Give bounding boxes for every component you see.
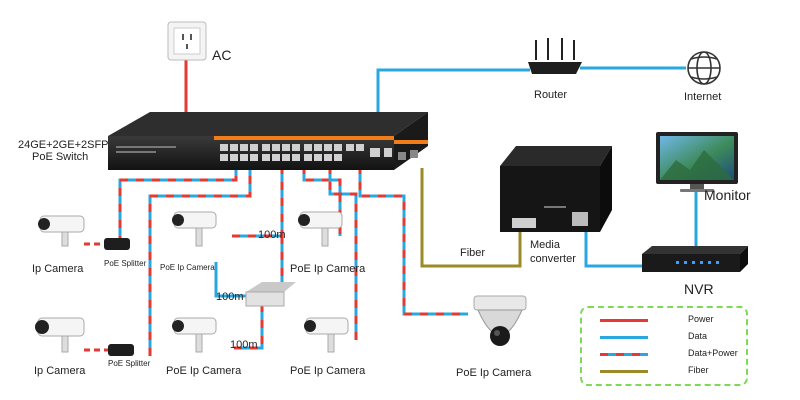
fiber-label: Fiber bbox=[460, 247, 486, 259]
camera-mid-bottom-label: PoE Ip Camera bbox=[166, 365, 242, 377]
nvr-device bbox=[642, 246, 748, 272]
splitter-bottom-label: PoE Splitter bbox=[108, 359, 151, 368]
camera-left-bottom-label: Ip Camera bbox=[34, 365, 86, 377]
poe-splitter-bottom bbox=[108, 344, 134, 356]
poe-camera-mid-top bbox=[172, 211, 217, 247]
camera-right-bottom-label: PoE Ip Camera bbox=[290, 365, 366, 377]
legend-swatch-fiber bbox=[600, 370, 648, 373]
legend-item-power: Power bbox=[600, 314, 740, 326]
bullet-camera-bottom bbox=[35, 317, 85, 353]
internet-label: Internet bbox=[684, 91, 722, 103]
distance-label-3: 100m bbox=[230, 339, 258, 351]
media-converter-label-2: converter bbox=[530, 253, 576, 265]
monitor-label: Monitor bbox=[704, 187, 751, 203]
legend-swatch-power bbox=[600, 319, 648, 322]
fiber-line bbox=[420, 168, 522, 268]
camera-right-top-label: PoE Ip Camera bbox=[290, 263, 366, 275]
dome-camera bbox=[473, 295, 527, 346]
ac-label: AC bbox=[212, 47, 232, 63]
router bbox=[528, 38, 582, 74]
poe-switch bbox=[108, 112, 428, 170]
legend-item-data: Data bbox=[600, 331, 740, 343]
globe-icon bbox=[687, 51, 721, 85]
dome-camera-label: PoE Ip Camera bbox=[456, 367, 532, 379]
poe-camera-right-top bbox=[298, 211, 343, 247]
poe-camera-mid-bottom bbox=[172, 317, 217, 353]
legend: Power Data Data+Power Fiber bbox=[580, 306, 748, 386]
poe-lines bbox=[118, 160, 468, 356]
legend-swatch-data-power bbox=[600, 353, 648, 356]
injector-data-line bbox=[214, 262, 246, 298]
converter-nvr-line bbox=[584, 232, 644, 268]
ac-outlet bbox=[167, 21, 207, 61]
legend-swatch-data bbox=[600, 336, 648, 339]
connections bbox=[84, 60, 698, 356]
switch-ports bbox=[220, 144, 418, 161]
router-label: Router bbox=[534, 89, 568, 101]
switch-name-label: PoE Switch bbox=[32, 151, 89, 163]
poe-injector bbox=[245, 282, 296, 307]
poe-camera-right-bottom bbox=[304, 317, 349, 353]
media-converter-label-1: Media bbox=[530, 239, 560, 251]
camera-mid-top-label: PoE Ip Camera bbox=[160, 263, 215, 272]
media-converter bbox=[500, 146, 612, 232]
poe-splitter-top bbox=[104, 238, 130, 250]
monitor bbox=[656, 132, 738, 192]
legend-label-data: Data bbox=[688, 331, 708, 341]
bullet-camera-top bbox=[38, 215, 85, 247]
camera-left-top-label: Ip Camera bbox=[32, 263, 84, 275]
legend-item-fiber: Fiber bbox=[600, 365, 740, 377]
legend-label-fiber: Fiber bbox=[688, 365, 709, 375]
legend-label-data-power: Data+Power bbox=[688, 348, 738, 358]
splitter-top-label: PoE Splitter bbox=[104, 259, 147, 268]
switch-model-label: 24GE+2GE+2SFP bbox=[18, 139, 109, 151]
legend-item-data-power: Data+Power bbox=[600, 348, 740, 360]
nvr-label: NVR bbox=[684, 281, 714, 297]
distance-label-2: 100m bbox=[216, 291, 244, 303]
legend-label-power: Power bbox=[688, 314, 714, 324]
distance-label-1: 100m bbox=[258, 229, 286, 241]
